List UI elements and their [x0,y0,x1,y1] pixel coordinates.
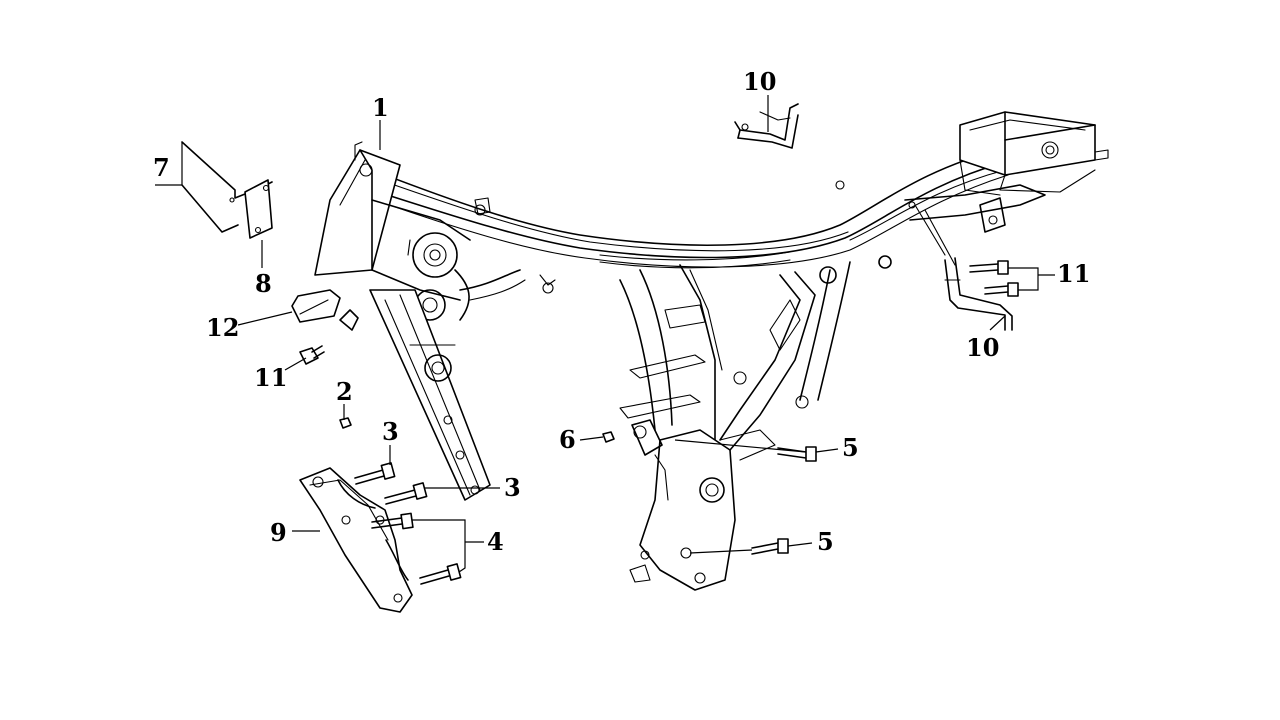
callout-10-top: 10 [743,67,777,96]
center-pivot-plates [619,264,736,591]
leader-7 [155,142,183,186]
callout-4: 4 [487,527,504,556]
rear-stays [719,255,892,461]
callout-7: 7 [153,153,170,182]
callout-10-right: 10 [966,333,1000,362]
down-tube [369,289,491,501]
callout-6: 6 [559,425,576,454]
callout-3-top: 3 [382,417,399,446]
leader-10-right [989,315,1006,331]
callout-3-right: 3 [504,473,521,502]
harness-clamp-10-right [944,257,1013,331]
bolts [299,260,1019,585]
callout-2: 2 [336,377,353,406]
leader-4 [412,519,484,573]
leader-5-top [674,439,839,453]
bracket-plate-7-8 [181,141,273,239]
leader-6 [579,436,604,441]
rear-carrier-box [959,111,1109,196]
clip-12 [291,289,359,331]
callout-12: 12 [206,313,240,342]
side-panel-9 [299,467,413,613]
frame-body [371,147,1009,269]
harness-clamp-10-top [734,103,799,149]
front-engine-mount [407,232,556,321]
leader-11-right [1008,267,1055,291]
callout-5-bottom: 5 [817,527,834,556]
rear-bracket [904,184,1046,266]
leader-5-bottom [689,542,813,554]
steering-head [314,141,471,301]
callout-11-left: 11 [254,363,288,392]
callout-5-top: 5 [842,433,859,462]
callout-9: 9 [270,518,287,547]
leader-12 [237,311,293,326]
callout-11-right: 11 [1057,259,1091,288]
leader-11-left [284,357,307,371]
callout-1: 1 [372,93,389,122]
leader-lines [155,95,1055,573]
callout-8: 8 [255,269,272,298]
